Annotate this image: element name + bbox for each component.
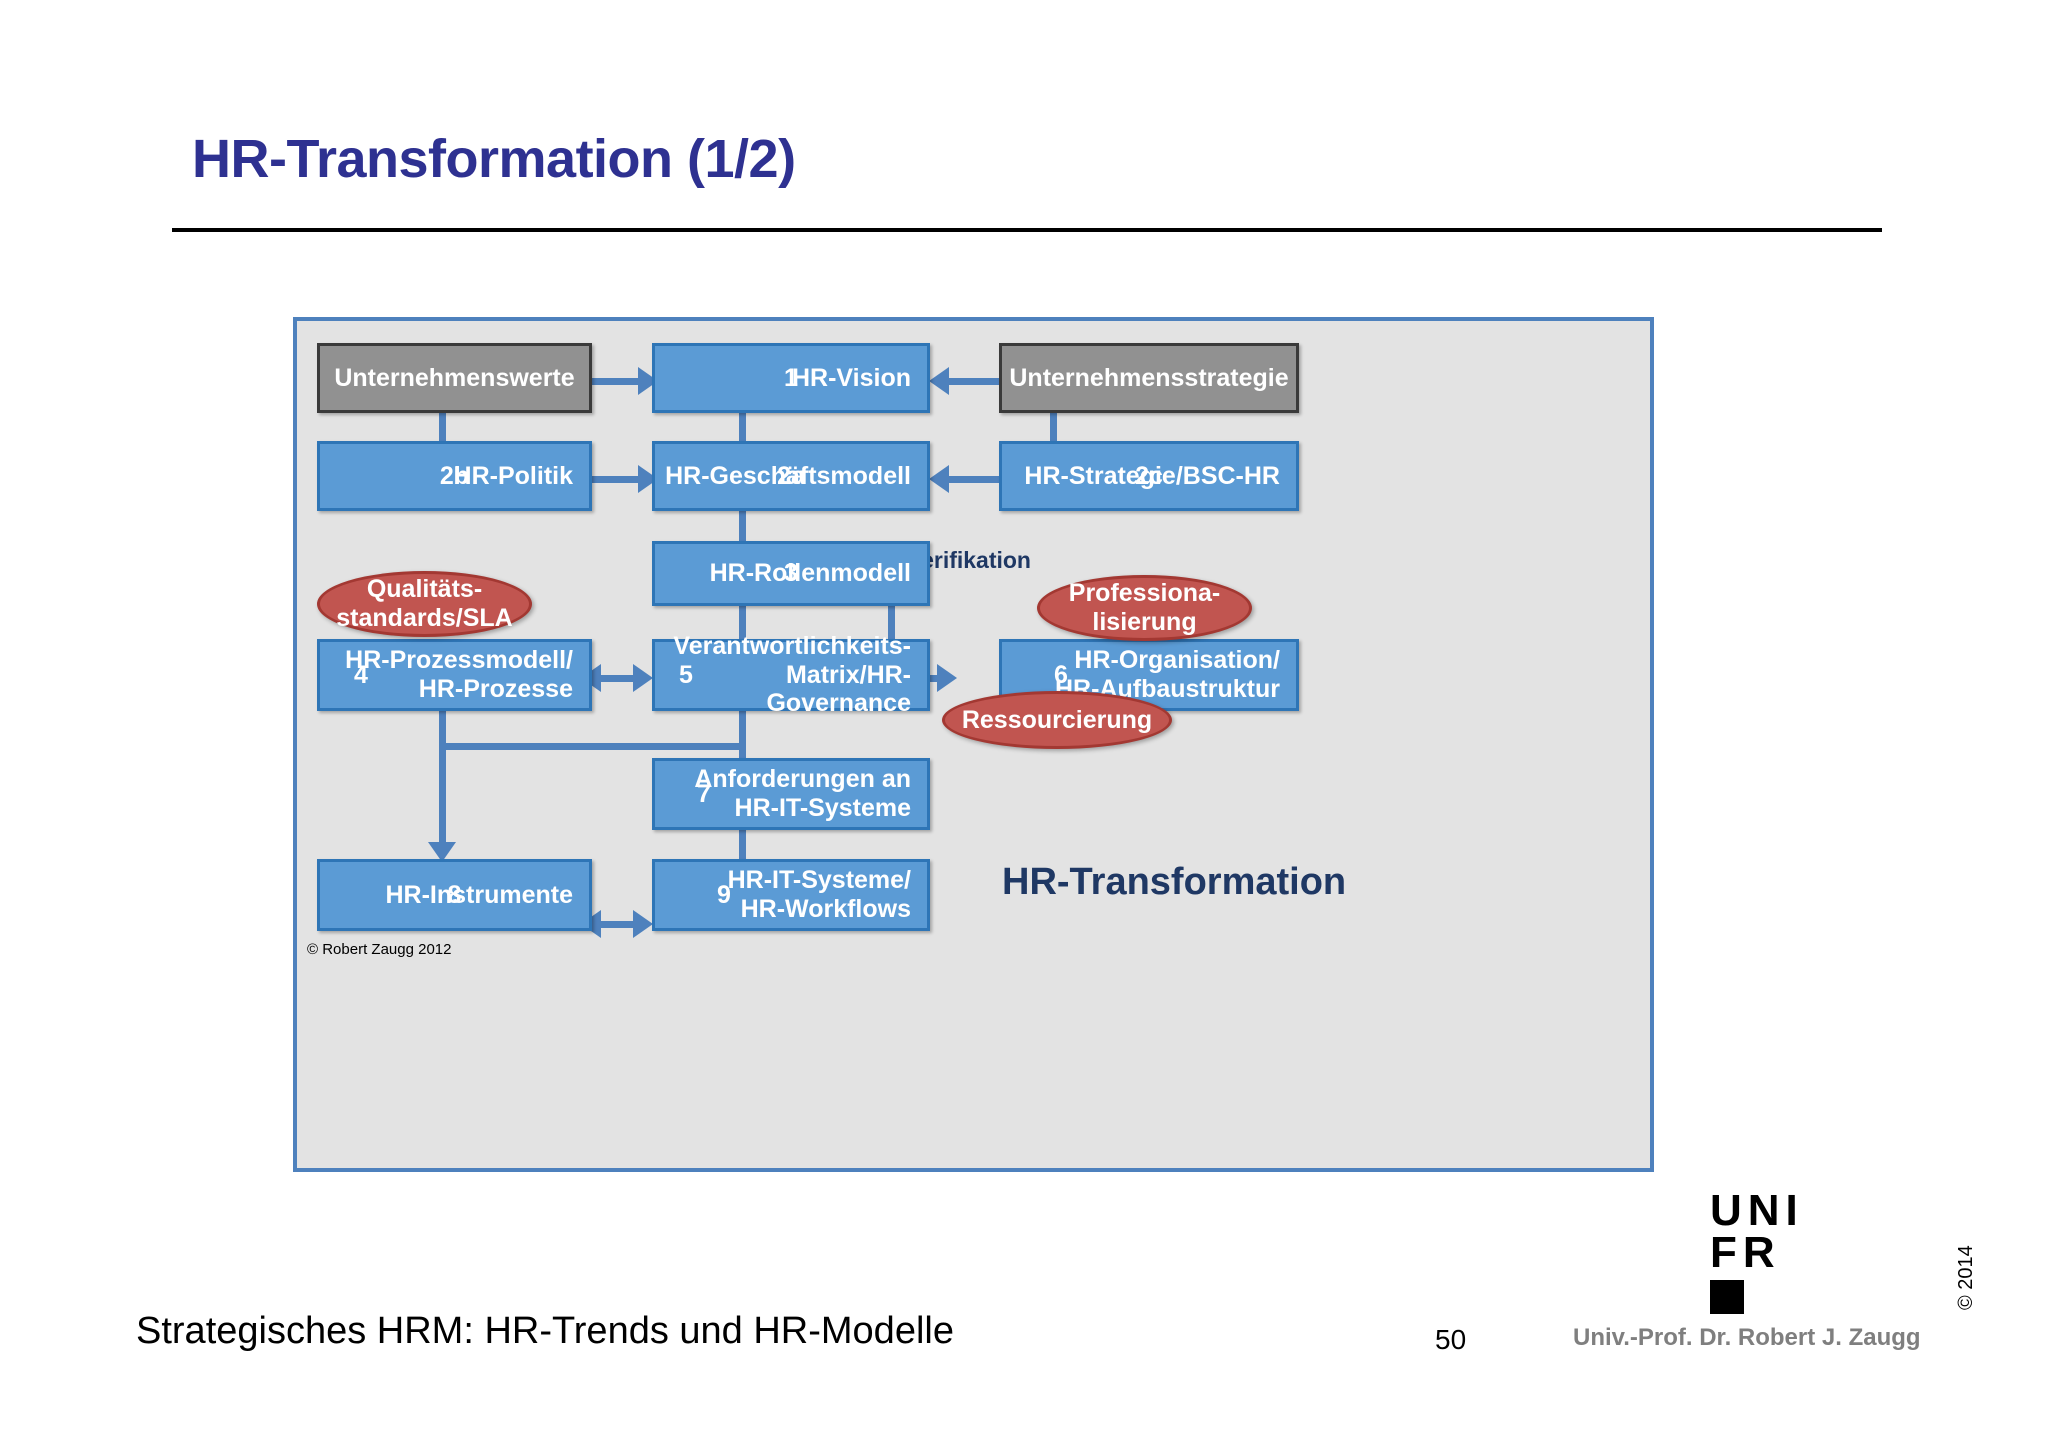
ellipse-line1: Professiona- [1068, 579, 1221, 608]
node-hr-vision[interactable]: 1 HR-Vision [652, 343, 930, 413]
connector-7-9 [739, 826, 746, 868]
node-label-line1: HR-Prozessmodell/ [345, 646, 573, 675]
node-label: HR-Strategie/BSC-HR [1024, 461, 1280, 490]
arrowhead-4-8 [428, 842, 456, 862]
unifr-logo: UNI FR [1710, 1186, 1840, 1330]
connector-4-down [439, 706, 446, 746]
connector-8-9 [597, 921, 637, 928]
connector-5-7 [739, 706, 746, 768]
ellipse-line2: standards/SLA [336, 604, 513, 632]
node-hr-prozessmodell[interactable]: 4 HR-Prozessmodell/ HR-Prozesse [317, 639, 592, 711]
node-label-line2: HR-IT-Systeme [734, 794, 911, 822]
node-label: Unternehmenswerte [334, 363, 575, 392]
ellipse-line1: Qualitäts- [366, 575, 483, 604]
node-unternehmenswerte[interactable]: Unternehmenswerte [317, 343, 592, 413]
title-divider [172, 228, 1882, 232]
node-number: 3 [784, 559, 798, 588]
node-verantwortlichkeits-matrix[interactable]: 5 Verantwortlichkeits- Matrix/HR-Governa… [652, 632, 930, 717]
node-label: HR-Politik [453, 461, 573, 490]
node-label-line1: HR-Organisation/ [1074, 646, 1280, 675]
arrowhead-4-to-5 [633, 664, 653, 692]
node-number: 5 [679, 660, 693, 689]
connector-bsc-geschaeftsmodell [947, 476, 999, 483]
connector-rollenmodell-matrix [739, 605, 746, 650]
footer-title: Strategisches HRM: HR-Trends und HR-Mode… [136, 1310, 954, 1352]
node-label-line1: HR-IT-Systeme/ [727, 866, 911, 895]
ellipse-line1: Ressourcierung [961, 705, 1153, 734]
node-number: 2b [439, 461, 470, 490]
node-number: 1 [784, 363, 798, 392]
logo-line-uni: UNI [1710, 1186, 1804, 1235]
node-label-line2: HR-Workflows [740, 895, 911, 923]
logo-line-fr: FR [1710, 1227, 1781, 1277]
copyright-year: © 2014 [1955, 1245, 1977, 1310]
connector-strategie-bsc [1050, 409, 1057, 454]
connector-vision-geschaeftsmodell [739, 409, 746, 454]
page-number: 50 [1435, 1324, 1467, 1355]
node-hr-rollenmodell[interactable]: 3 HR-Rollenmodell [652, 541, 930, 606]
diagram-caption: HR-Transformation [1002, 861, 1347, 903]
connector-4-right [439, 743, 744, 750]
node-label-line1: Anforderungen an [694, 765, 911, 794]
ellipse-line2: lisierung [1092, 608, 1197, 636]
node-number: 7 [697, 779, 711, 808]
arrowhead-8-to-9 [633, 910, 653, 938]
arrowhead-strategie-vision [929, 367, 949, 395]
node-label: Unternehmensstrategie [1009, 363, 1289, 392]
connector-werte-vision [592, 378, 642, 385]
connector-werte-politik [439, 409, 446, 454]
connector-4-8-upper [439, 743, 446, 805]
node-hr-geschaeftsmodell[interactable]: 2a HR-Geschäftsmodell [652, 441, 930, 511]
author-credit: Univ.-Prof. Dr. Robert J. Zaugg [1573, 1324, 1921, 1351]
node-label: HR-Vision [792, 363, 911, 392]
node-number: 2c [1135, 461, 1163, 490]
arrowhead-bsc-geschaeftsmodell [929, 465, 949, 493]
node-label-line1: Verantwortlichkeits- [673, 631, 911, 660]
node-hr-politik[interactable]: 2b HR-Politik [317, 441, 592, 511]
node-number: 4 [354, 660, 368, 689]
node-number: 9 [717, 880, 731, 909]
logo-square [1710, 1279, 1744, 1314]
node-hr-it-systeme[interactable]: 9 HR-IT-Systeme/ HR-Workflows [652, 859, 930, 931]
node-label: HR-Rollenmodell [709, 559, 911, 588]
node-hr-instrumente[interactable]: 8 HR-Instrumente [317, 859, 592, 931]
node-unternehmensstrategie[interactable]: Unternehmensstrategie [999, 343, 1299, 413]
node-hr-strategie-bsc[interactable]: 2c HR-Strategie/BSC-HR [999, 441, 1299, 511]
diagram-copyright: © Robert Zaugg 2012 [307, 941, 452, 958]
connector-geschaeftsmodell-rollenmodell [739, 507, 746, 549]
connector-politik-geschaeftsmodell [592, 476, 642, 483]
node-label-line2: Matrix/HR-Governance [766, 660, 911, 718]
node-label-line2: HR-Prozesse [418, 675, 573, 703]
connector-strategie-vision [947, 378, 999, 385]
ellipse-professionalisierung[interactable]: Professiona- lisierung [1037, 575, 1252, 641]
connector-verifikation-vertical [888, 566, 895, 682]
node-number: 8 [447, 880, 462, 909]
arrowhead-5-to-6 [937, 664, 957, 692]
connector-4-8-lower [439, 805, 446, 847]
node-number: 2a [777, 461, 805, 490]
node-label: HR-Geschäftsmodell [665, 461, 911, 490]
node-label: HR-Instrumente [385, 880, 573, 909]
node-number: 6 [1054, 660, 1068, 689]
ellipse-qualitaetsstandards[interactable]: Qualitäts- standards/SLA [317, 571, 532, 637]
node-anforderungen-it[interactable]: 7 Anforderungen an HR-IT-Systeme [652, 758, 930, 830]
page-title: HR-Transformation (1/2) [192, 129, 796, 189]
connector-4-5 [597, 675, 637, 682]
ellipse-ressourcierung[interactable]: Ressourcierung [942, 691, 1172, 749]
diagram-panel: Verifikation Unternehmenswerte 1 [293, 317, 1654, 1172]
